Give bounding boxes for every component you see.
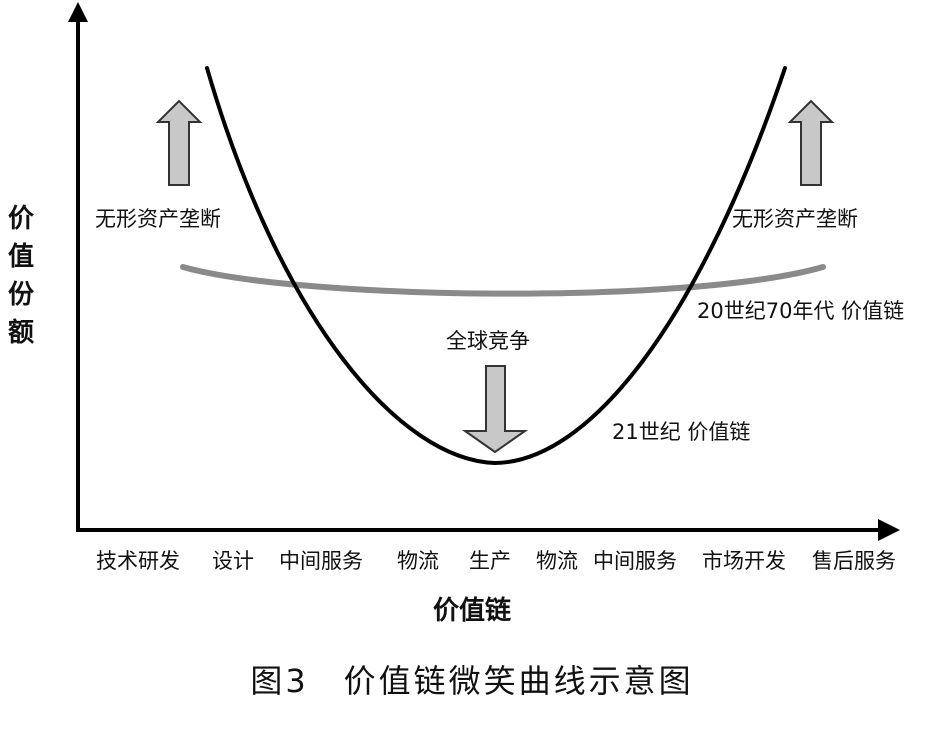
right-monopoly-label: 无形资产垄断 bbox=[732, 207, 858, 231]
category-label: 物流 bbox=[397, 549, 439, 573]
up-arrow-icon bbox=[787, 99, 835, 186]
value-chain-1970s-curve bbox=[180, 264, 826, 297]
x-axis-arrowhead bbox=[878, 519, 900, 541]
category-label: 设计 bbox=[212, 549, 254, 573]
x-axis-label: 价值链 bbox=[432, 596, 511, 626]
up-arrow-icon bbox=[155, 99, 203, 186]
competition-label: 全球竞争 bbox=[446, 329, 530, 353]
value-chain-21st-century-curve bbox=[205, 66, 787, 466]
category-label: 物流 bbox=[536, 549, 578, 573]
category-label: 技术研发 bbox=[96, 549, 180, 573]
category-label: 生产 bbox=[469, 549, 511, 573]
curve-1970s-label: 20世纪70年代 价值链 bbox=[697, 299, 905, 323]
category-label: 售后服务 bbox=[812, 549, 896, 573]
left-monopoly-label: 无形资产垄断 bbox=[95, 207, 221, 231]
y-axis-arrowhead bbox=[68, 2, 88, 22]
category-label: 中间服务 bbox=[593, 549, 677, 573]
down-arrow-icon bbox=[461, 365, 529, 454]
category-label: 市场开发 bbox=[702, 549, 786, 573]
category-label: 中间服务 bbox=[279, 549, 363, 573]
figure-caption: 图3 价值链微笑曲线示意图 bbox=[250, 662, 694, 700]
y-axis-label: 价值份额 bbox=[7, 204, 34, 348]
curve-21c-label: 21世纪 价值链 bbox=[612, 420, 751, 444]
